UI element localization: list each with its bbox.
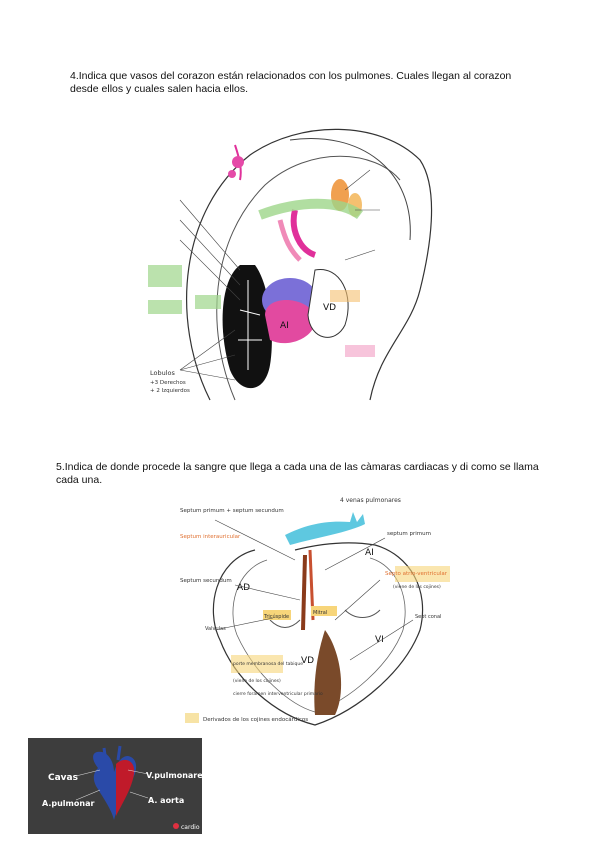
septum-secundum-label: Septum secundum	[180, 578, 232, 584]
mitral-label: Mitral	[313, 610, 327, 616]
brand-label: cardio	[181, 824, 200, 831]
septum-interauricular-label: Septum interauricular	[180, 534, 241, 540]
tricuspide-label: Tricúspide	[263, 613, 289, 620]
cierre-label: cierre foramen interventricular primario	[233, 691, 323, 697]
a-pulmonar-label: A.pulmonar	[42, 799, 94, 808]
derivados-label: Derivados de los cojines endocárdicos	[203, 716, 308, 723]
vd-chamber-label: VD	[301, 656, 314, 666]
question-5-text: 5.Indica de donde procede la sangre que …	[56, 461, 539, 486]
ai-label: AI	[280, 321, 289, 331]
ad-label: AD	[237, 583, 250, 593]
cavas-label: Cavas	[48, 773, 78, 783]
vi-chamber-label: VI	[375, 635, 384, 645]
septum-primum-secundum-label: Septum primum + septum secundum	[180, 508, 284, 514]
sept-conal-label: Sept conal	[415, 614, 441, 620]
porte-membranosa-label: porte membranosa del tabique	[233, 661, 303, 667]
ai-chamber-label: AI	[365, 548, 374, 558]
lobulos-d-label: +3 Derechos	[150, 380, 186, 386]
lobulos-i-label: + 2 Izquierdos	[150, 388, 190, 394]
heart-septation-figure: AD AI VD VI Tricúspide Mitral 4 venas pu…	[175, 490, 455, 730]
lung-heart-figure: AI VD Lobulos +3 Derechos + 2 Izquierdos	[140, 100, 440, 420]
valvulas-label: Valvulas	[205, 626, 226, 632]
septo-av-note: (viene de los cojines)	[393, 584, 441, 590]
vd-label: VD	[323, 303, 336, 313]
septum-primum-label: septum primum	[387, 531, 431, 537]
septo-av-label: Septo atrio-ventricular	[385, 571, 448, 577]
v-pulmonares-label: V.pulmonares	[146, 771, 202, 780]
porte-note: (viene de los cojines)	[233, 678, 281, 684]
a-aorta-label: A. aorta	[148, 796, 184, 805]
heart-thumbnail: Cavas A.pulmonar V.pulmonares A. aorta c…	[28, 738, 208, 834]
lobulos-label: Lobulos	[150, 369, 176, 377]
question-4-text: 4.Indica que vasos del corazon están rel…	[70, 70, 512, 95]
venas-label: 4 venas pulmonares	[340, 497, 401, 504]
